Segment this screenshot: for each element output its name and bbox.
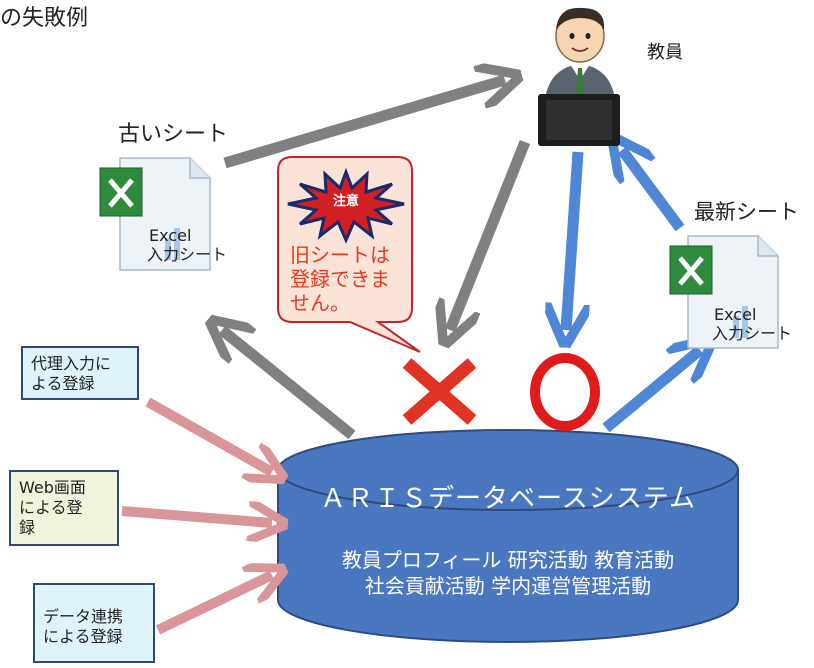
- arrow-web-to-db: [121, 511, 272, 523]
- proxy-input-note: 代理入力に よる登録: [21, 346, 139, 400]
- reject-cross-icon: [402, 358, 477, 425]
- arrow-teacher-to-db-rejected: [450, 139, 531, 330]
- arrow-proxy-to-db: [145, 397, 272, 472]
- old-sheet-doc-line2: 入力シート: [147, 245, 228, 264]
- web-note-line1: Web画面: [19, 478, 86, 497]
- old-sheet-label: 古いシート: [118, 122, 229, 147]
- old-excel-sheet-icon: [99, 157, 211, 271]
- arrow-old-sheet-to-teacher: [223, 80, 505, 169]
- arrow-new-sheet-to-teacher: [622, 150, 685, 232]
- new-sheet-doc-line1: Excel: [714, 305, 757, 324]
- database-cylinder: [277, 429, 739, 643]
- new-excel-sheet-icon: [669, 235, 779, 349]
- database-modules-line2: 社会貢献活動 学内運営管理活動: [364, 574, 652, 598]
- teacher-label: 教員: [647, 42, 683, 63]
- arrow-db-to-new-sheet: [602, 350, 700, 433]
- warning-message: 旧シートは 登録できま せん。: [290, 243, 390, 315]
- data-link-note: データ連携 による登録: [33, 583, 155, 663]
- new-sheet-doc-label: Excel 入力シート: [712, 305, 792, 343]
- proxy-note-line1: 代理入力に: [31, 354, 112, 373]
- web-note-line2: による登: [19, 498, 83, 517]
- warning-badge-text: 注意: [332, 194, 359, 209]
- teacher-avatar-icon: [538, 7, 620, 146]
- warning-line1: 旧シートは: [290, 243, 390, 267]
- warning-line2: 登録できま: [290, 267, 390, 291]
- web-screen-note: Web画面 による登 録: [9, 470, 119, 546]
- link-note-line2: による登録: [43, 627, 123, 646]
- new-sheet-label: 最新シート: [694, 200, 799, 224]
- warning-line3: せん。: [290, 291, 350, 315]
- database-modules-line1: 教員プロフィール 研究活動 教育活動: [341, 548, 675, 572]
- accept-circle-icon: [530, 353, 600, 431]
- new-sheet-doc-line2: 入力シート: [712, 324, 793, 343]
- diagram-title: の失敗例: [0, 6, 89, 31]
- arrow-link-to-db: [155, 575, 272, 635]
- old-sheet-doc-label: Excel 入力シート: [147, 226, 227, 264]
- web-note-line3: 録: [19, 518, 36, 537]
- old-sheet-doc-line1: Excel: [149, 226, 192, 245]
- arrow-db-to-old-sheet: [222, 330, 356, 440]
- warning-burst-icon: [287, 167, 405, 244]
- arrow-teacher-to-db-accepted: [566, 151, 578, 330]
- proxy-note-line2: よる登録: [31, 374, 95, 393]
- database-title: ＡＲＩＳデータベースシステム: [320, 484, 696, 514]
- link-note-line1: データ連携: [43, 607, 124, 626]
